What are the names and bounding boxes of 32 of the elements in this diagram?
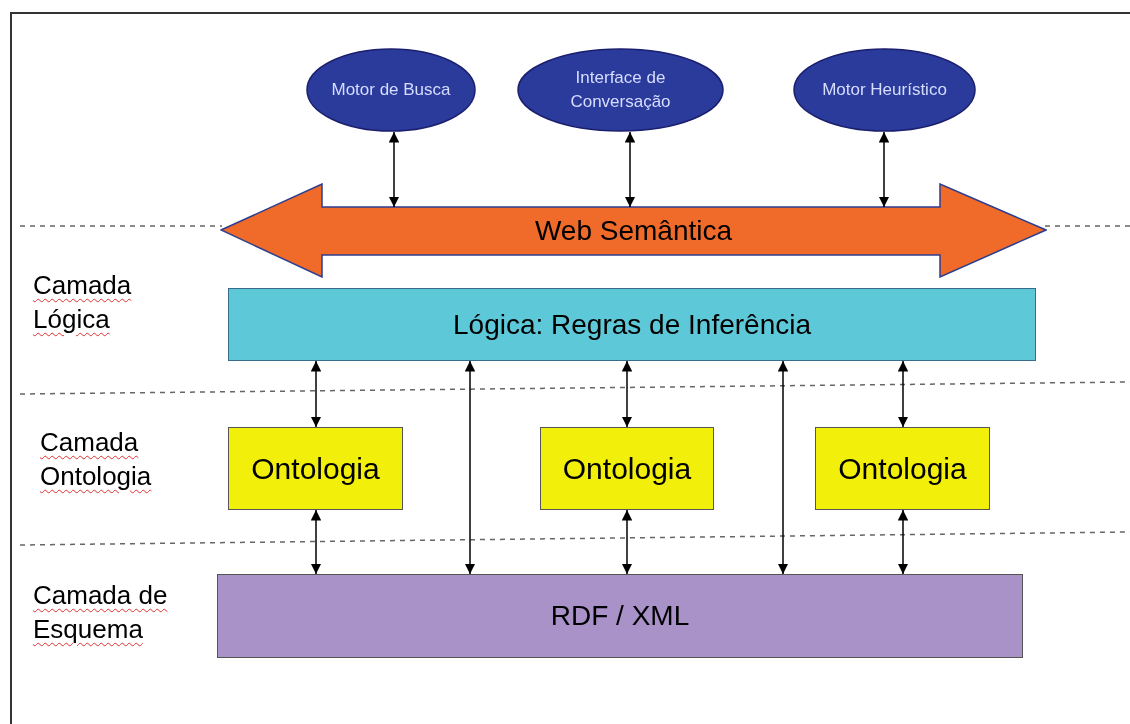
box-label: Ontologia [838,451,967,487]
layer-box [540,427,714,510]
double-arrow [388,131,400,208]
ellipse-label: Interface de Conversação [569,67,672,113]
box-label: Lógica: Regras de Inferência [453,307,811,342]
box-label: Ontologia [251,451,380,487]
layer-label: Camada Lógica [33,269,133,336]
ellipse-node [793,48,976,132]
double-arrow [464,360,476,575]
ellipse-node [306,48,476,132]
double-arrow [897,509,909,575]
layer-box [228,427,403,510]
double-arrow [621,360,633,428]
layer-box [217,574,1023,658]
double-arrow [310,360,322,428]
ellipse-label: Motor Heurístico [822,79,947,101]
ellipse-node [517,48,724,132]
ellipse-label: Motor de Busca [331,79,451,101]
box-label: RDF / XML [550,599,690,633]
layer-label: Camada Ontologia [40,426,153,493]
layer-label: Camada de Esquema [33,579,169,646]
double-arrow [621,509,633,575]
double-arrow [624,131,636,208]
double-arrow [777,360,789,575]
box-label: Ontologia [562,451,692,487]
double-arrow-band [220,183,1047,278]
band-label: Web Semântica [534,214,733,246]
double-arrow [310,509,322,575]
double-arrow [878,131,890,208]
double-arrow [897,360,909,428]
layer-box [815,427,990,510]
layer-box [228,288,1036,361]
